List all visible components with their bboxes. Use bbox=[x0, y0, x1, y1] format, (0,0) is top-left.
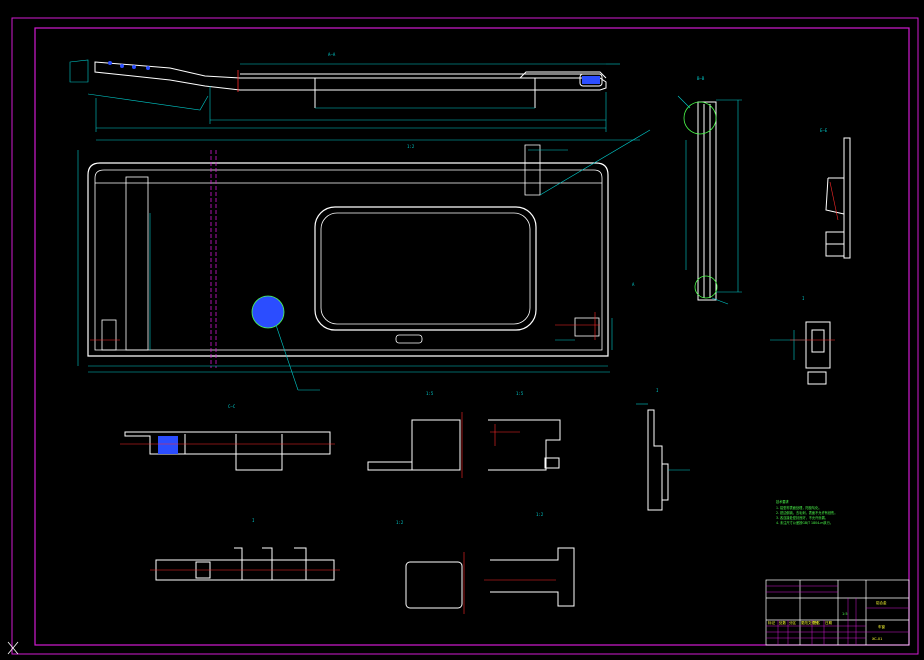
section-bb-label: B—B bbox=[697, 76, 705, 81]
front-view: 1:2 A bbox=[77, 129, 651, 391]
section-vertical-profile: I bbox=[636, 388, 690, 511]
mid-profile-right-label: 1:5 bbox=[516, 391, 524, 396]
notes-line-4: 4. 未注尺寸公差按GB/T 1804-m执行。 bbox=[776, 520, 833, 525]
section-cc-view: C—C bbox=[120, 404, 335, 471]
tb-row-label-5: 日期 bbox=[825, 620, 833, 625]
profile-section-right: I bbox=[770, 296, 835, 385]
section-aa-label: A—A bbox=[328, 52, 336, 57]
tb-drawing-no: XC-01 bbox=[872, 637, 882, 641]
tb-material: 铝合金 bbox=[876, 600, 887, 605]
notes-line-3: 3. 各连接处密封良好，不允许渗漏。 bbox=[776, 515, 828, 520]
section-bb-view: B—B bbox=[677, 76, 742, 305]
ucs-axis-icon bbox=[7, 641, 19, 655]
bottom-right-profile-label: 1:2 bbox=[536, 512, 544, 517]
bottom-left-profile-label: 1:2 bbox=[396, 520, 404, 525]
notes-line-1: 1. 铝型材表面处理，阳极氧化。 bbox=[776, 505, 822, 510]
detail-i-label: I bbox=[252, 518, 255, 523]
tb-row-label-2: 分区 bbox=[789, 620, 797, 625]
vertical-profile-label: I bbox=[656, 388, 659, 393]
notes-heading: 技术要求 bbox=[776, 499, 790, 504]
profile-right-label: I bbox=[802, 296, 805, 301]
tb-scale: 1:5 bbox=[842, 612, 848, 616]
technical-notes: 技术要求 1. 铝型材表面处理，阳极氧化。 2. 锐边倒钝，去毛刺，表面不允许有… bbox=[776, 499, 837, 525]
section-ee-label: E—E bbox=[820, 128, 828, 133]
section-ee-view: E—E bbox=[820, 128, 851, 259]
tb-row-label-1: 处数 bbox=[779, 620, 787, 625]
drawing-frame bbox=[11, 17, 919, 655]
notes-line-2: 2. 锐边倒钝，去毛刺，表面不允许有划伤。 bbox=[776, 510, 837, 515]
section-cc-label: C—C bbox=[228, 404, 236, 409]
tb-row-label-3: 更改文件号 bbox=[801, 620, 819, 625]
section-mid-profiles: 1:5 1:5 bbox=[367, 391, 561, 478]
front-view-label: 1:2 bbox=[407, 144, 415, 149]
section-aa-view: A—A bbox=[69, 52, 620, 132]
tb-row-label-0: 标记 bbox=[768, 620, 776, 625]
detail-circle-hatch bbox=[251, 295, 285, 329]
section-marker-a: A bbox=[632, 282, 635, 287]
detail-i-view: I bbox=[150, 518, 340, 581]
tb-row-label-4: 签名 bbox=[813, 620, 820, 625]
tb-name: 车窗 bbox=[878, 624, 886, 629]
title-block: 标记 处数 分区 更改文件号 签名 日期 铝合金 1:5 车窗 XC-01 bbox=[765, 579, 910, 646]
bottom-mid-profiles: 1:2 1:2 bbox=[396, 512, 575, 614]
mid-profile-left-label: 1:5 bbox=[426, 391, 434, 396]
